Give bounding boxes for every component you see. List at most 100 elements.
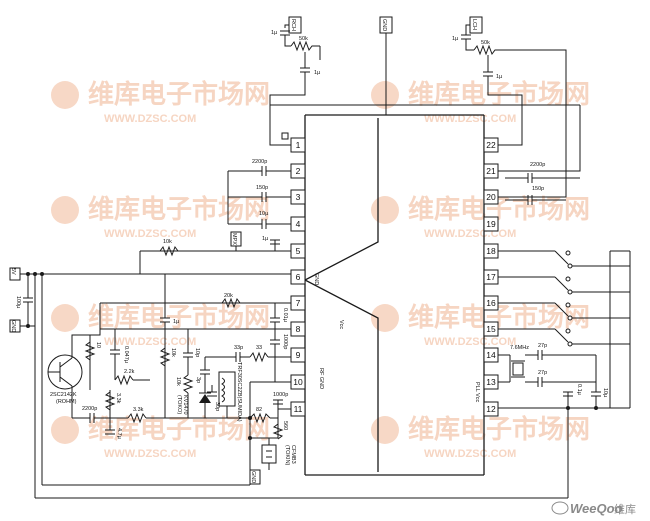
watermark-3: 维库电子市场网 WWW.DZSC.COM — [51, 194, 270, 240]
junction-dot — [248, 416, 252, 420]
c-01u-label: 0.1µ — [576, 384, 582, 396]
bottom-gnd-label: GND — [250, 471, 256, 483]
watermark-url-text: WWW.DZSC.COM — [104, 448, 196, 460]
junction-dot — [594, 406, 598, 410]
watermark-logo-icon — [371, 416, 399, 444]
c-150p-a-label: 150p — [256, 185, 268, 191]
coil-label: TRF30SC2ZB(SUMIDA) — [236, 362, 242, 422]
switch-open-contact — [565, 328, 571, 334]
switch-4-contact — [567, 341, 573, 347]
r-10k-b — [159, 347, 171, 367]
junction-dot — [40, 272, 44, 276]
pin-9 — [290, 347, 306, 363]
wire — [465, 24, 470, 35]
right-pins: 22 21 20 19 18 17 16 15 14 13 12 — [483, 137, 499, 417]
watermark-url-text: WWW.DZSC.COM — [424, 228, 516, 240]
c-30p-label: 30p — [214, 402, 220, 411]
junction-dot — [33, 272, 37, 276]
c-0047u-label: 0.047µ — [123, 346, 129, 364]
pin-19-number: 19 — [486, 219, 496, 229]
r-10k-c-label: 10k — [175, 377, 181, 386]
watermark-url-text: WWW.DZSC.COM — [104, 336, 196, 348]
crystal-label: 7.6MHz — [510, 345, 529, 351]
ic-internal-divider — [303, 118, 379, 472]
switch-open-contact — [565, 276, 571, 282]
right-rc-network: 2200p 150p — [505, 162, 580, 205]
c-1u-e-label: 1µ — [262, 236, 269, 242]
watermark-logo-icon — [371, 304, 399, 332]
r-33 — [249, 351, 269, 363]
varicap-mfr-label: (TOKO) — [176, 395, 182, 414]
junction-dot — [26, 324, 30, 328]
watermark-url-text: WWW.DZSC.COM — [104, 113, 196, 125]
rch-output-network: 1µ 50k 1µ — [269, 24, 387, 146]
junction-dot — [566, 406, 570, 410]
c-1u-d-label: 1µ — [496, 74, 503, 80]
pin-10-number: 10 — [293, 377, 303, 387]
transistor-label: 2SC2142K — [50, 392, 77, 398]
site-logo: WeeQoo 维库 — [551, 501, 636, 516]
transistor-collector — [59, 357, 73, 368]
wire-to-pin21 — [498, 105, 581, 172]
pin-22-number: 22 — [486, 140, 496, 150]
r-20k — [221, 297, 241, 309]
switch-open-contact — [565, 302, 571, 308]
pin-8-number: 8 — [296, 324, 301, 334]
bottom-gnd-terminal — [249, 469, 261, 485]
pin-1-number: 1 — [296, 140, 301, 150]
watermark-4: 维库电子市场网 WWW.DZSC.COM — [371, 194, 590, 240]
watermark-7: 维库电子市场网 WWW.DZSC.COM — [51, 414, 270, 460]
switch-2-contact — [567, 289, 573, 295]
switch-3-contact — [567, 315, 573, 321]
watermark-6: 维库电子市场网 WWW.DZSC.COM — [371, 302, 590, 348]
filter-mfr-label: (TOKIN) — [284, 445, 290, 466]
c-1u-f-label: 1µ — [173, 319, 180, 325]
pin-12 — [483, 401, 499, 417]
c-10u-b-label: 10µ — [602, 388, 608, 398]
c-1000p-b-label: 1000p — [273, 392, 288, 398]
pin-16-number: 16 — [486, 298, 496, 308]
pin-14-number: 14 — [486, 350, 496, 360]
watermark-logo-icon — [51, 416, 79, 444]
r-82 — [249, 412, 271, 424]
watermark-cn-text: 维库电子市场网 — [88, 79, 270, 110]
pin-7-number: 7 — [296, 298, 301, 308]
power-5v-label: 5V — [10, 268, 16, 275]
switch-open-contact — [565, 250, 571, 256]
logo-swirl-icon — [551, 501, 569, 515]
filter-label: CFMB3 — [290, 445, 296, 464]
rch-label: RCH — [290, 19, 296, 31]
wire-to-pin22 — [487, 76, 523, 146]
r-22k — [114, 374, 134, 386]
pin-19 — [483, 216, 499, 232]
r-50k-right — [473, 44, 502, 56]
watermark-logo-icon — [371, 81, 399, 109]
pin-5-number: 5 — [296, 246, 301, 256]
pin-2-number: 2 — [296, 166, 301, 176]
transistor-emitter — [59, 376, 73, 387]
watermark-url-text: WWW.DZSC.COM — [424, 113, 516, 125]
pin-6-number: 6 — [296, 272, 301, 282]
watermark-group: 维库电子市场网 WWW.DZSC.COM 维库电子市场网 WWW.DZSC.CO… — [51, 79, 590, 460]
r-22k-label: 2.2k — [124, 369, 135, 375]
watermark-logo-icon — [51, 304, 79, 332]
c-10p-label: 10p — [194, 348, 200, 357]
r-50k-left-label: 50k — [299, 36, 308, 42]
pin-12-number: 12 — [486, 404, 496, 414]
watermark-cn-text: 维库电子市场网 — [88, 194, 270, 225]
logo-brand-text: WeeQoo — [570, 501, 623, 516]
coil-winding — [221, 377, 225, 403]
pin-21-number: 21 — [486, 166, 496, 176]
c-100u-label: 100µ — [15, 296, 21, 309]
ic-gnd-label: GND — [313, 273, 319, 285]
c-10u-a-label: 10µ — [259, 211, 269, 217]
r-10-label: 10 — [95, 342, 101, 348]
if-filter-network: 1000p 82 560 CFMB3 (TOKIN) GND — [248, 381, 296, 485]
watermark-logo-icon — [51, 196, 79, 224]
coil-trf30-icon — [218, 371, 236, 407]
c-1u-c-label: 1µ — [452, 36, 459, 42]
pin-15-number: 15 — [486, 324, 496, 334]
watermark-2: 维库电子市场网 WWW.DZSC.COM — [371, 79, 590, 125]
power-rails: 5V GND 100µ — [9, 267, 569, 499]
